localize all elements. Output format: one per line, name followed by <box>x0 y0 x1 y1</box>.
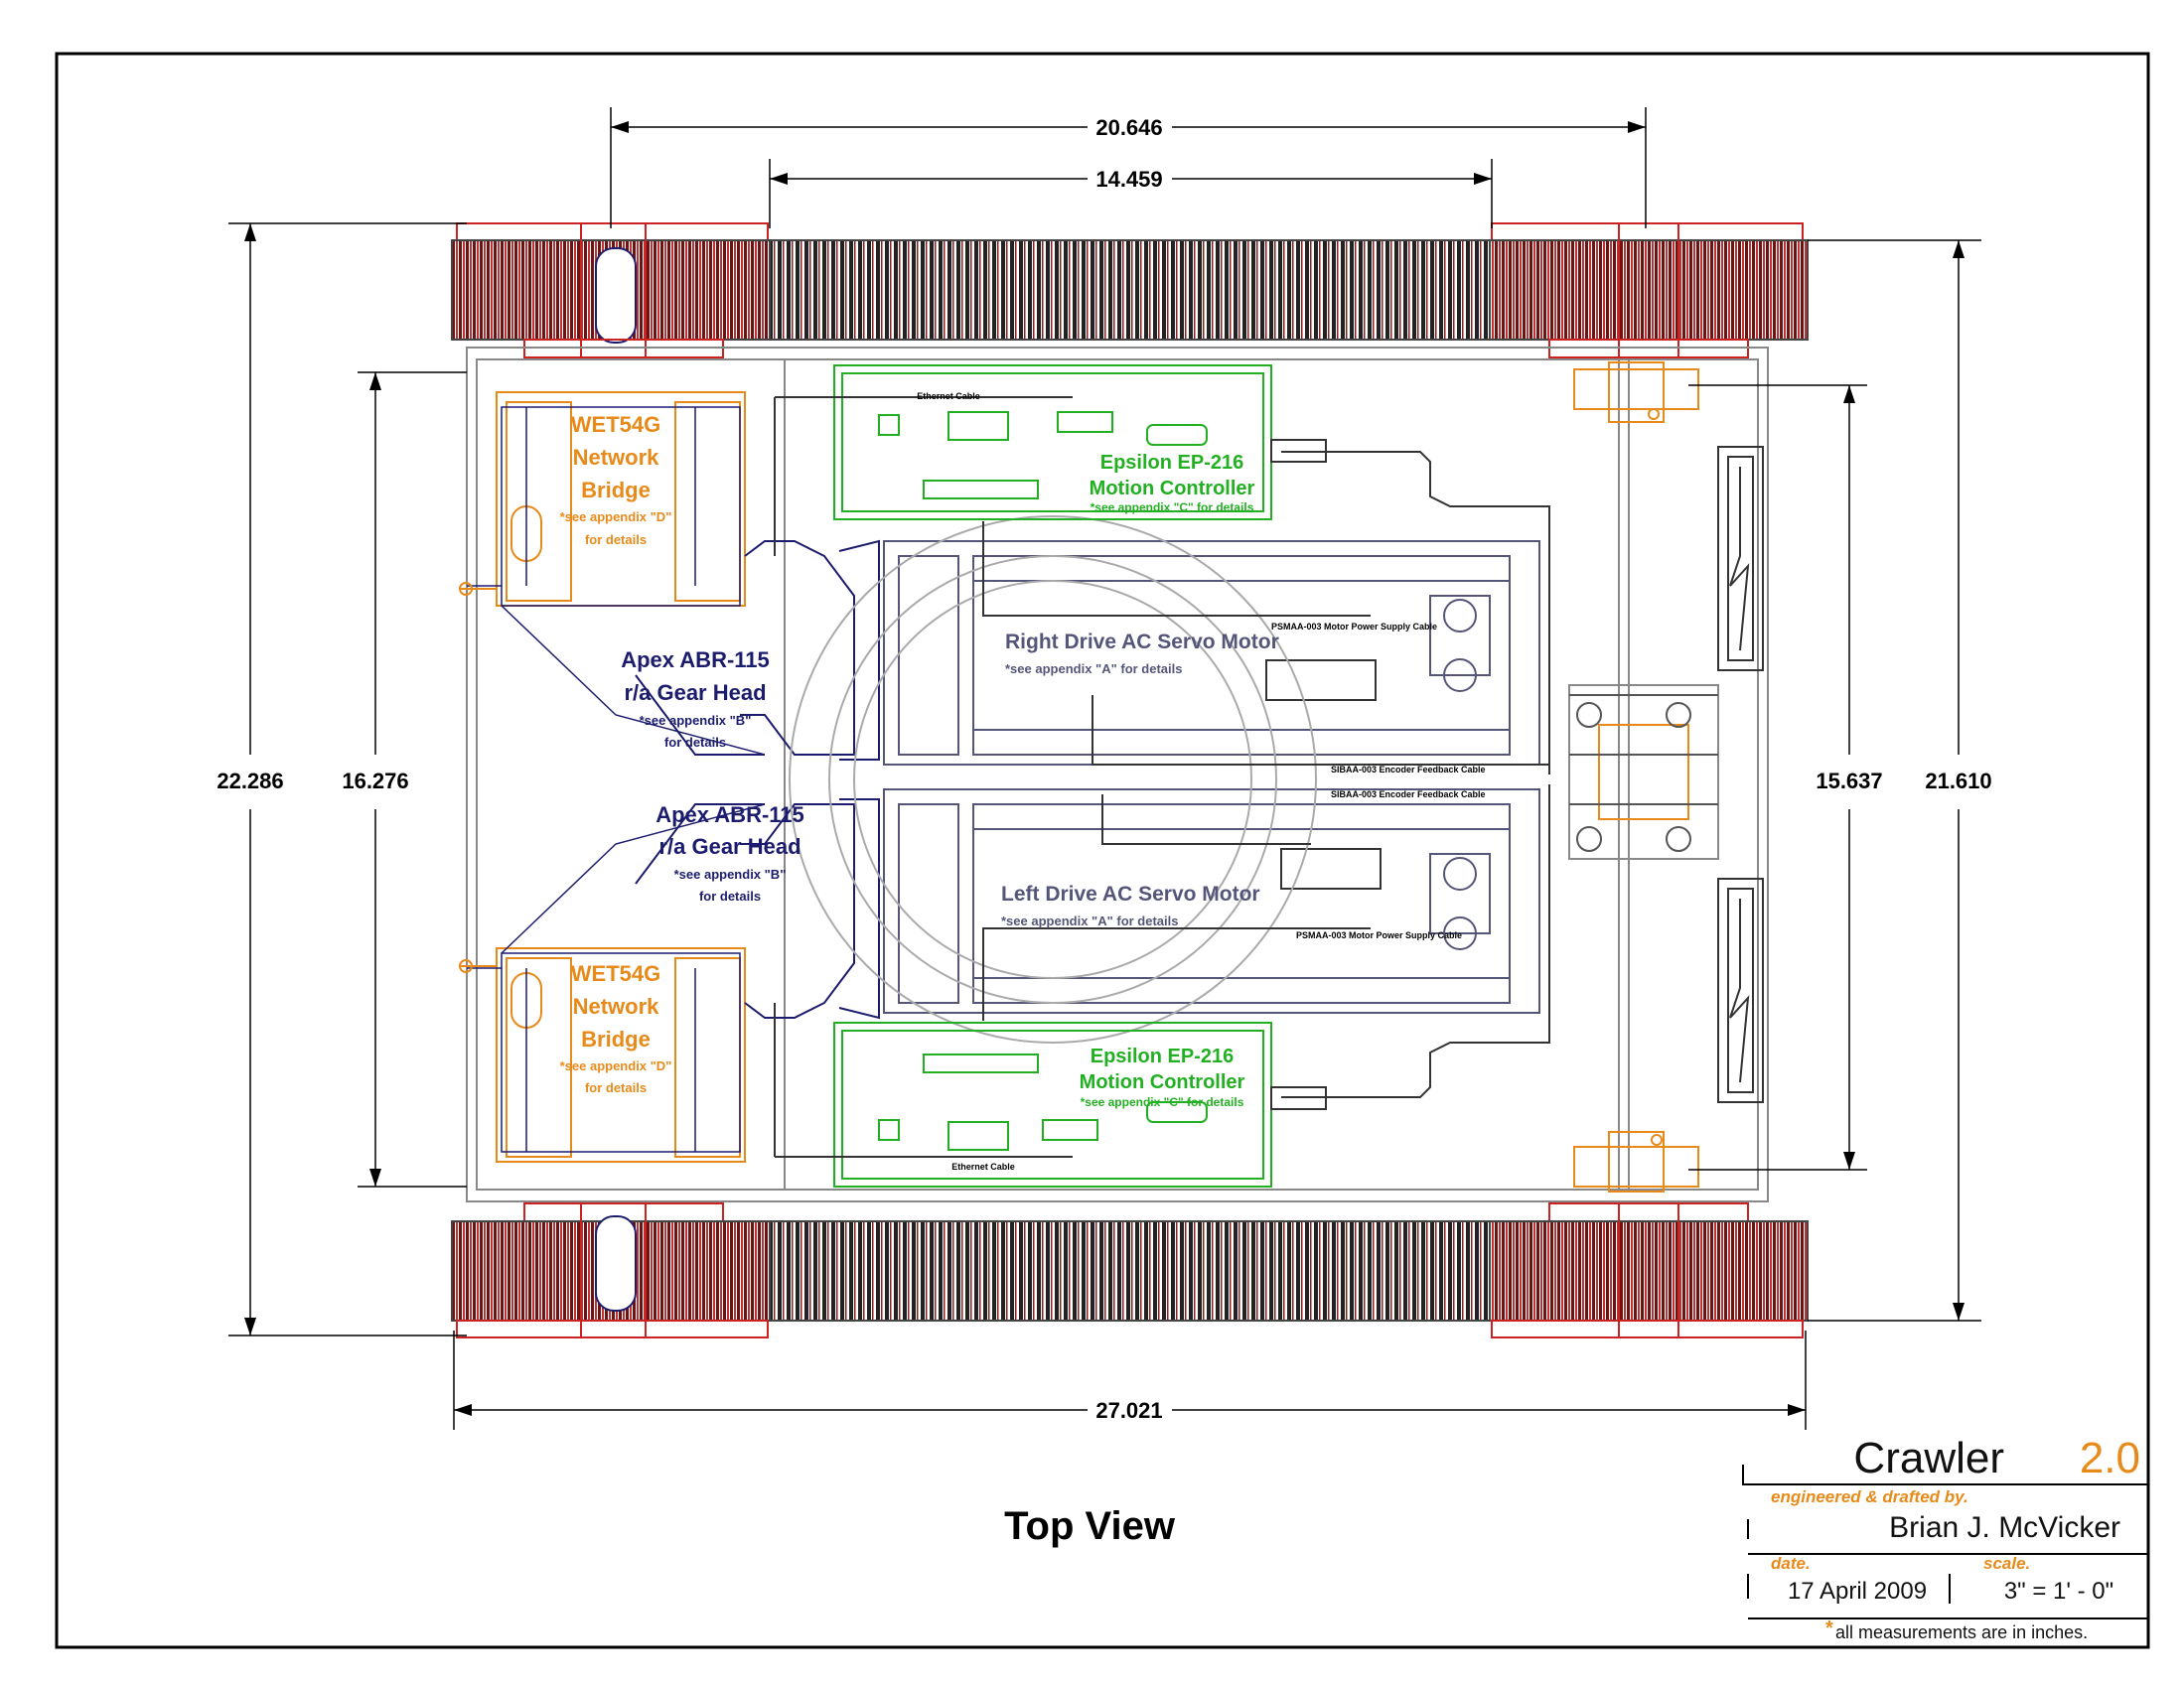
bridge-bottom-line2: Network <box>573 994 660 1019</box>
bridge-bottom-note2: for details <box>585 1080 647 1095</box>
gearhead-bottom-line2: r/a Gear Head <box>658 834 801 859</box>
dimension-right-outer: 21.610 <box>1925 769 1991 793</box>
top-track <box>451 222 1809 358</box>
motion-controller-top <box>833 364 1272 520</box>
gearhead-top-line2: r/a Gear Head <box>624 680 766 705</box>
rear-fan-bottom <box>1717 878 1764 1103</box>
cable-label-power-top: PSMAA-003 Motor Power Supply Cable <box>1271 622 1437 632</box>
label-motion-controller-top: Epsilon EP-216 Motion Controller *see ap… <box>1090 452 1255 514</box>
label-left-drive-motor: Left Drive AC Servo Motor *see appendix … <box>1001 883 1260 928</box>
label-network-bridge-bottom: WET54G Network Bridge *see appendix "D" … <box>560 961 672 1095</box>
turning-radius-circles <box>789 515 1317 1044</box>
gearhead-bottom-line1: Apex ABR-115 <box>655 802 804 827</box>
date-label: date. <box>1771 1554 1811 1573</box>
motor-left-note: *see appendix "A" for details <box>1001 914 1179 928</box>
gearhead-top-note1: *see appendix "B" <box>640 713 752 728</box>
gearhead-top-note2: for details <box>664 735 726 750</box>
footnote: all measurements are in inches. <box>1835 1622 2088 1642</box>
label-right-drive-motor: Right Drive AC Servo Motor *see appendix… <box>1005 631 1279 676</box>
controller-bottom-line2: Motion Controller <box>1080 1071 1245 1093</box>
bridge-top-line3: Bridge <box>581 478 651 502</box>
cables <box>774 396 1550 1158</box>
dimension-length-overall: 27.021 <box>1095 1398 1162 1423</box>
bridge-bottom-line3: Bridge <box>581 1027 651 1052</box>
bridge-top-line2: Network <box>573 445 660 470</box>
motor-right-line1: Right Drive AC Servo Motor <box>1005 631 1279 653</box>
bridge-top-note2: for details <box>585 532 647 547</box>
bridge-antenna-clips <box>459 582 497 973</box>
controller-bottom-line1: Epsilon EP-216 <box>1091 1046 1235 1067</box>
rear-fan-top <box>1717 446 1764 671</box>
bridge-bottom-note1: *see appendix "D" <box>560 1058 672 1073</box>
motor-connectors <box>1265 659 1382 890</box>
gearhead-bottom-note2: for details <box>699 889 761 904</box>
chassis <box>466 347 1769 1202</box>
drawing-date: 17 April 2009 <box>1788 1578 1927 1605</box>
bottom-track <box>451 1202 1809 1338</box>
cable-label-ethernet-bottom: Ethernet Cable <box>951 1162 1015 1172</box>
drawing-scale: 3" = 1' - 0" <box>2004 1578 2113 1605</box>
motion-controller-bottom <box>833 1022 1272 1188</box>
cable-label-ethernet-top: Ethernet Cable <box>917 391 980 401</box>
controller-top-line1: Epsilon EP-216 <box>1100 452 1244 474</box>
dimension-lines <box>228 107 1981 1430</box>
footnote-mark: * <box>1825 1617 1833 1639</box>
cable-connectors <box>1270 439 1327 1110</box>
bridge-top-note1: *see appendix "D" <box>560 509 672 524</box>
controller-top-line2: Motion Controller <box>1090 478 1255 499</box>
engineered-label: engineered & drafted by. <box>1771 1487 1968 1506</box>
network-bridge-bottom-frame <box>467 803 766 1153</box>
bridge-top-line1: WET54G <box>571 412 660 437</box>
dimension-left-inner: 16.276 <box>342 769 408 793</box>
motor-right-note: *see appendix "A" for details <box>1005 661 1183 676</box>
controller-top-note: *see appendix "C" for details <box>1091 500 1254 514</box>
dimension-width-inner: 14.459 <box>1095 167 1162 192</box>
engineer-name: Brian J. McVicker <box>1889 1511 2120 1544</box>
right-axle-bearings <box>1573 361 1699 1193</box>
project-name: Crawler <box>1853 1434 2004 1482</box>
dimension-arrowheads <box>244 121 1965 1416</box>
motor-left-line1: Left Drive AC Servo Motor <box>1001 883 1260 906</box>
gear-head-bottom <box>635 798 880 1020</box>
gearhead-bottom-note1: *see appendix "B" <box>674 867 787 882</box>
cable-label-encoder-bottom: SIBAA-003 Encoder Feedback Cable <box>1331 789 1486 799</box>
bridge-bottom-line1: WET54G <box>571 961 660 986</box>
view-title: Top View <box>1004 1504 1176 1548</box>
dimension-left-outer: 22.286 <box>217 769 283 793</box>
controller-bottom-note: *see appendix "C" for details <box>1081 1095 1244 1109</box>
cable-label-power-bottom: PSMAA-003 Motor Power Supply Cable <box>1296 930 1462 940</box>
label-gear-head-top: Apex ABR-115 r/a Gear Head *see appendix… <box>621 647 770 750</box>
dimension-right-inner: 15.637 <box>1816 769 1882 793</box>
dimension-width-outer: 20.646 <box>1095 115 1162 140</box>
title-block-lines <box>1742 1465 2148 1619</box>
label-gear-head-bottom: Apex ABR-115 r/a Gear Head *see appendix… <box>655 802 804 904</box>
gearhead-top-line1: Apex ABR-115 <box>621 647 770 672</box>
right-center-hardware <box>1569 694 1718 852</box>
label-network-bridge-top: WET54G Network Bridge *see appendix "D" … <box>560 412 672 547</box>
scale-label: scale. <box>1983 1554 2030 1573</box>
network-bridge-top-frame <box>467 406 766 756</box>
label-motion-controller-bottom: Epsilon EP-216 Motion Controller *see ap… <box>1080 1046 1245 1109</box>
project-version: 2.0 <box>2080 1434 2140 1482</box>
drawing-border <box>55 52 2150 1649</box>
cable-label-encoder-top: SIBAA-003 Encoder Feedback Cable <box>1331 765 1486 774</box>
